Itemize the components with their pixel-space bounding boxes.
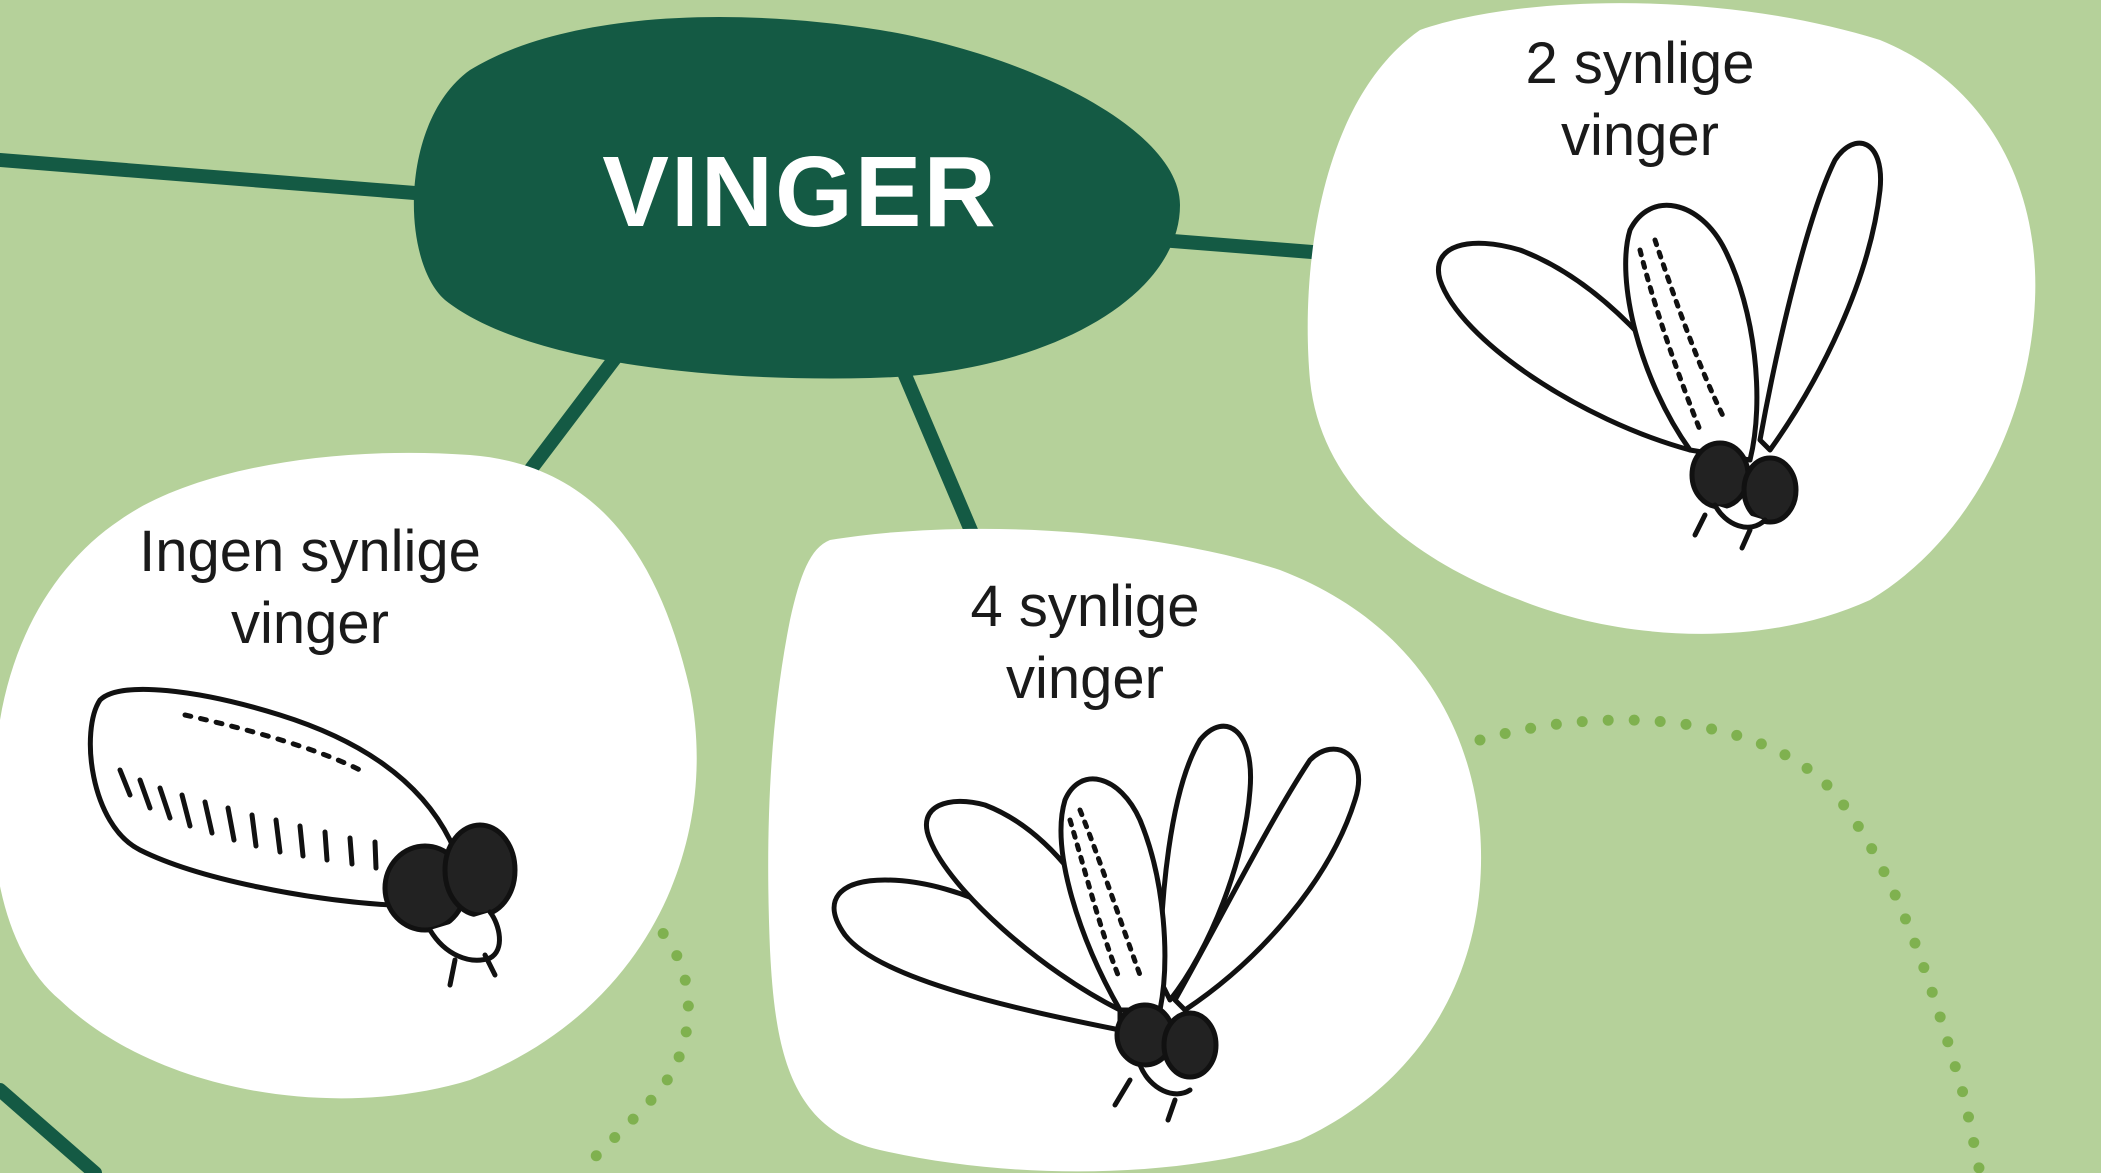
dotted-trail-right	[1480, 720, 1980, 1173]
diagram-title: VINGER	[520, 135, 1080, 250]
label-four-wings-line1: 4 synlige	[850, 571, 1320, 643]
label-two-wings-line1: 2 synlige	[1430, 28, 1850, 100]
label-no-wings-line2: vinger	[60, 588, 560, 660]
label-four-wings-line2: vinger	[850, 643, 1320, 715]
connector-to-four	[905, 375, 975, 540]
label-two-wings: 2 synlige vinger	[1430, 28, 1850, 172]
connector-left	[0, 160, 440, 195]
label-four-wings: 4 synlige vinger	[850, 571, 1320, 715]
connector-bottom-left	[0, 1090, 95, 1173]
label-two-wings-line2: vinger	[1430, 100, 1850, 172]
label-no-wings: Ingen synlige vinger	[60, 516, 560, 660]
label-no-wings-line1: Ingen synlige	[60, 516, 560, 588]
